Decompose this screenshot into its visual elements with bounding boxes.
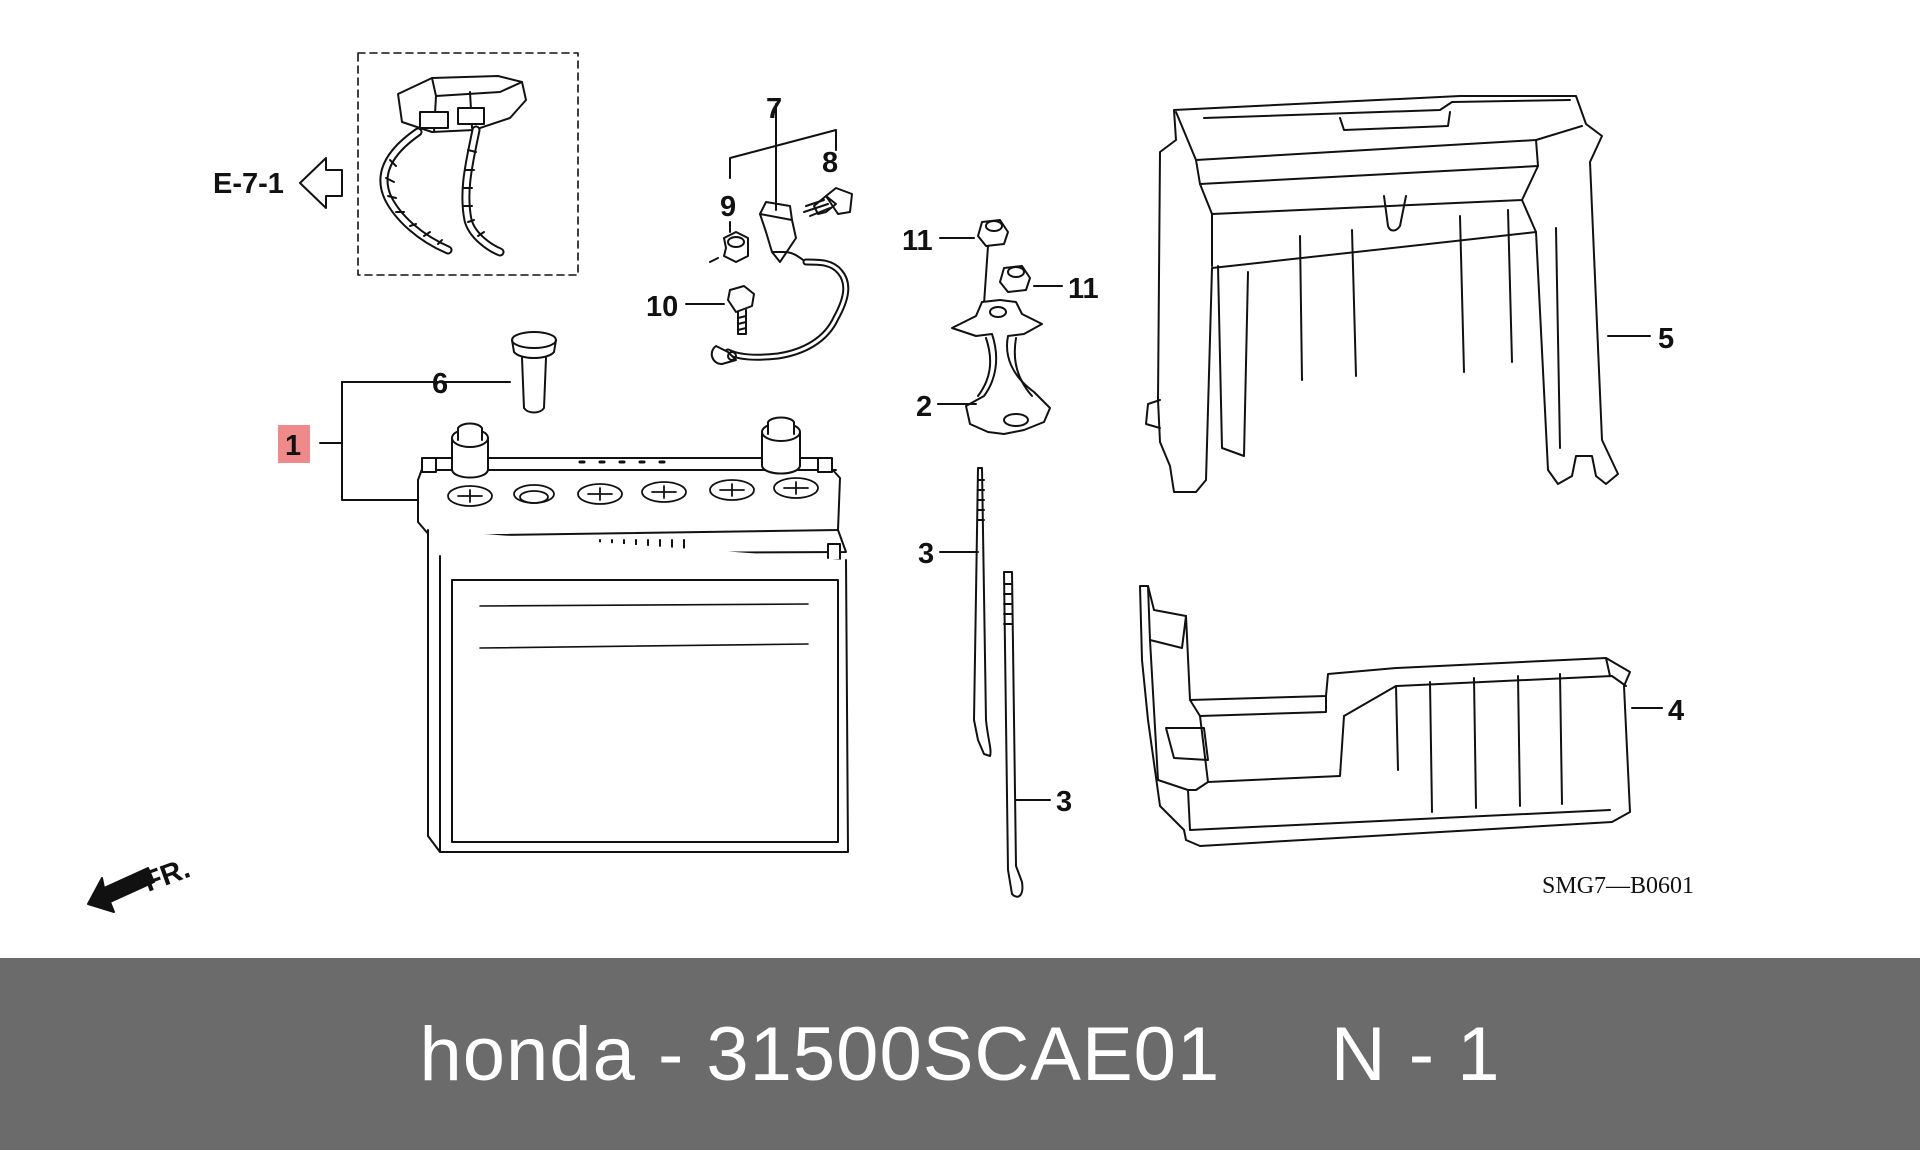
callout-8: 8 — [822, 147, 838, 179]
part-9-nut: 9 — [709, 169, 749, 263]
part-6-vent-plug: 6 — [413, 331, 557, 414]
part-11-nuts: 11 11 — [902, 219, 1099, 305]
callout-4: 4 — [1668, 695, 1684, 727]
part-10-bolt: 10 — [646, 285, 755, 335]
part-1-battery: 1 — [278, 381, 849, 853]
part-8-bolt: 8 — [803, 141, 853, 217]
callout-1: 1 — [285, 430, 301, 462]
callout-10: 10 — [646, 291, 678, 323]
part-4-tray: 4 — [1139, 585, 1684, 847]
harness-inset — [357, 52, 579, 276]
callout-11b: 11 — [1068, 273, 1099, 305]
footer-bar: honda - 31500SCAE01 N - 1 — [0, 958, 1920, 1150]
part-number-caption: honda - 31500SCAE01 N - 1 — [419, 1011, 1501, 1097]
callout-2: 2 — [916, 391, 932, 423]
cross-ref-label: E-7-1 — [213, 168, 284, 200]
part-3-rods: 3 3 — [918, 467, 1072, 898]
front-direction-arrow: FR. — [87, 853, 194, 913]
diagram-code: SMG7—B0601 — [1542, 873, 1694, 899]
cross-ref-arrow: E-7-1 — [213, 157, 343, 209]
callout-1-highlight — [278, 425, 310, 463]
callout-9: 9 — [720, 191, 736, 223]
callout-7: 7 — [766, 93, 782, 125]
parts-diagram: E-7-1 6 — [87, 52, 1694, 913]
callout-3b: 3 — [1056, 786, 1072, 818]
part-5-cover: 5 — [1145, 95, 1674, 493]
part-7-cable: 7 — [710, 93, 850, 365]
callout-6: 6 — [432, 368, 448, 400]
callout-5: 5 — [1658, 323, 1674, 355]
callout-11a: 11 — [902, 225, 933, 257]
callout-3a: 3 — [918, 538, 934, 570]
part-2-hold-down: 2 — [916, 299, 1051, 435]
front-marker: FR. — [139, 853, 194, 899]
